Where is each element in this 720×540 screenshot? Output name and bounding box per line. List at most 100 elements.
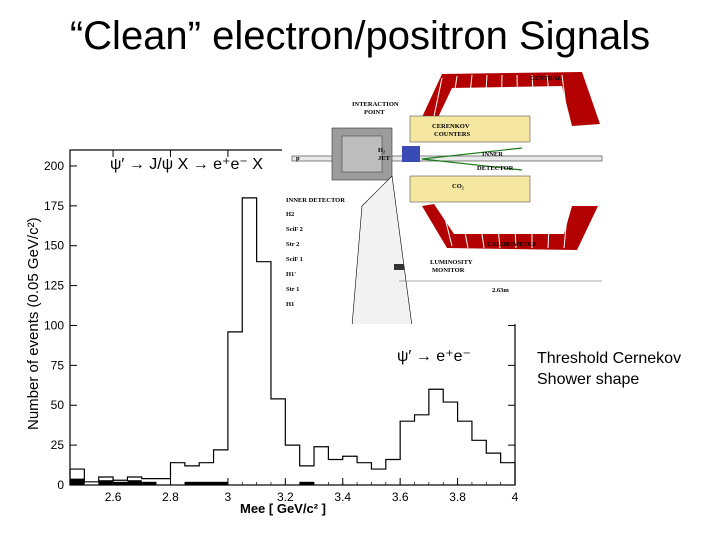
histogram-bin: [415, 415, 429, 485]
histogram-bin: [257, 262, 271, 485]
label-interaction: INTERACTION: [352, 101, 399, 108]
histogram-bin: [357, 463, 371, 485]
layer-label: H1: [286, 301, 294, 308]
histogram-bin: [400, 421, 414, 485]
histogram-bin: [386, 459, 400, 485]
y-tick-label: 75: [51, 358, 65, 372]
histogram-bin: [113, 480, 127, 485]
label-monitor: MONITOR: [432, 267, 465, 274]
label-central: CENTRAL: [530, 75, 562, 82]
histogram-bin: [199, 463, 213, 485]
background-bin: [299, 481, 315, 485]
x-tick-label: 2.8: [162, 490, 179, 504]
label-counters: COUNTERS: [434, 131, 471, 138]
label-cerenkov: CERENKOV: [432, 123, 470, 130]
layer-label: SciF 2: [286, 226, 303, 233]
histogram-bin: [271, 399, 285, 485]
label-length: 2.63m: [492, 287, 509, 294]
histogram-bin: [472, 440, 486, 485]
annotation-psi-prime-ee: ψ′ → e⁺e⁻: [397, 348, 471, 365]
histogram-bin: [242, 198, 256, 485]
central-calorimeter-bottom: [422, 204, 598, 250]
layer-label: Str 1: [286, 286, 299, 293]
histogram-outline: [69, 197, 516, 485]
background-bin: [127, 480, 142, 485]
luminosity-monitor: [394, 264, 404, 270]
histogram-bin: [170, 463, 184, 485]
annotation-psi-prime-jpsi: ψ′ → J/ψ X → e⁺e⁻ X: [110, 156, 263, 173]
detector-schematic: CENTRAL INTERACTION POINT CERENKOV COUNT…: [282, 66, 612, 324]
label-calorimeter: CALORIMETER: [487, 241, 537, 248]
x-tick-label: 3.4: [334, 490, 351, 504]
histogram-bin: [142, 479, 156, 485]
background-bin: [141, 481, 157, 485]
label-co2: CO₂: [452, 183, 464, 190]
histogram-bin: [371, 469, 385, 485]
background-bin: [70, 478, 85, 485]
y-tick-label: 100: [44, 318, 64, 332]
cerenkov-counter-bottom: [409, 175, 531, 203]
x-tick-label: 2.6: [105, 490, 122, 504]
central-calorimeter-top: [417, 72, 600, 130]
y-axis-label: Number of events (0.05 GeV/c²): [25, 217, 42, 430]
layer-label: H1': [286, 271, 296, 278]
label-inner: INNER: [482, 151, 503, 158]
y-tick-label: 175: [44, 199, 64, 213]
histogram-bin: [99, 477, 113, 485]
layer-label: H2: [286, 211, 294, 218]
y-tick-label: 0: [57, 478, 64, 492]
label-h2: H₂: [378, 147, 385, 154]
histogram-bin: [300, 466, 314, 485]
slide-title: “Clean” electron/positron Signals: [69, 14, 651, 58]
x-axis-label: Mee [ GeV/c² ]: [240, 501, 326, 516]
histogram-bin: [185, 466, 199, 485]
histogram-bin: [70, 469, 84, 485]
y-tick-label: 25: [51, 438, 65, 452]
histogram-bin: [285, 445, 299, 485]
note-shower: Shower shape: [537, 371, 640, 388]
x-tick-label: 4: [512, 490, 519, 504]
histogram-bin: [429, 389, 443, 485]
cerenkov-counter-top: [409, 115, 531, 143]
inner-detector-block: [402, 146, 420, 162]
background-bin: [199, 481, 214, 485]
histogram-bin: [156, 479, 170, 485]
histogram-bin: [314, 447, 328, 485]
x-tick-label: 3.6: [392, 490, 409, 504]
histogram-bin: [486, 453, 500, 485]
background-bin: [213, 481, 228, 485]
background-bin: [98, 480, 114, 485]
y-tick-label: 150: [44, 239, 64, 253]
label-proton: p: [296, 155, 300, 162]
background-bin: [184, 481, 200, 485]
histogram-bin: [343, 456, 357, 485]
chart-bars: [69, 197, 516, 485]
layer-label: SciF 1: [286, 256, 303, 263]
chart-ticks: 0 25 50 75 100 125 150 175 200 2.6 2.8 3 3.2 3.4 3.6 3.…: [44, 150, 519, 504]
histogram-bin: [228, 332, 242, 485]
note-threshold: Threshold Cernekov: [537, 350, 682, 367]
histogram-bin: [127, 477, 141, 485]
x-tick-label: 3.2: [277, 490, 294, 504]
label-inner-detector: INNER DETECTOR: [286, 197, 345, 204]
histogram-bin: [84, 482, 98, 485]
histogram-bin: [214, 450, 228, 485]
side-notes: Threshold Cernekov Shower shape: [537, 348, 681, 390]
inner-detector-wedge: [351, 175, 413, 324]
layer-label: Str 2: [286, 241, 299, 248]
y-tick-label: 50: [51, 398, 65, 412]
background-bin: [113, 481, 128, 485]
label-luminosity: LUMINOSITY: [430, 259, 473, 266]
histogram-bin: [458, 421, 472, 485]
y-tick-label: 125: [44, 279, 64, 293]
y-tick-label: 200: [44, 159, 64, 173]
label-jet: JET: [378, 155, 391, 162]
x-tick-label: 3: [225, 490, 232, 504]
histogram-bin: [501, 463, 515, 485]
histogram-bin: [443, 402, 457, 485]
label-point: POINT: [364, 109, 385, 116]
x-tick-label: 3.8: [449, 490, 466, 504]
histogram-bin: [328, 459, 342, 485]
